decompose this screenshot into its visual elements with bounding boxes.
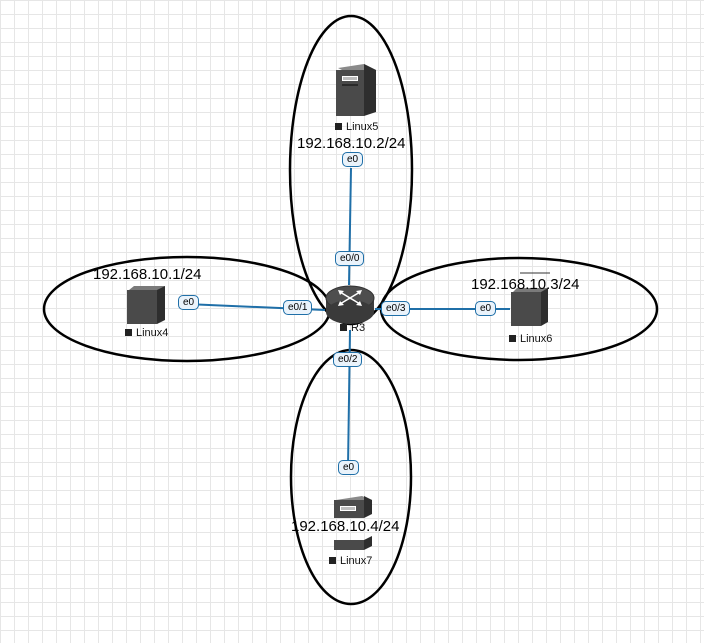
ip-label-linux6: 192.168.10.3/24 <box>471 276 580 293</box>
port-badge-linux4-e0[interactable]: e0 <box>178 295 200 310</box>
router-icon[interactable] <box>325 285 375 324</box>
port-badge-linux5-e0[interactable]: e0 <box>342 152 364 167</box>
server-icon[interactable] <box>334 496 372 550</box>
server-icon[interactable] <box>511 272 550 326</box>
node-label-linux4: Linux4 <box>125 327 168 339</box>
port-badge-r3-e0-1[interactable]: e0/1 <box>283 300 313 315</box>
server-icon[interactable] <box>336 64 376 116</box>
server-icon[interactable] <box>127 286 165 324</box>
ip-label-linux7: 192.168.10.4/24 <box>291 518 400 535</box>
node-label-linux6: Linux6 <box>509 333 552 345</box>
ip-label-linux5: 192.168.10.2/24 <box>297 135 406 152</box>
port-badge-linux7-e0[interactable]: e0 <box>338 460 360 475</box>
port-badge-r3-e0-0[interactable]: e0/0 <box>335 251 365 266</box>
subnet-ellipse-linux7 <box>289 348 413 606</box>
ip-label-linux4: 192.168.10.1/24 <box>93 266 202 283</box>
node-label-r3: R3 <box>340 322 365 334</box>
port-badge-linux6-e0[interactable]: e0 <box>475 301 497 316</box>
port-badge-r3-e0-2[interactable]: e0/2 <box>333 352 363 367</box>
node-label-linux5: Linux5 <box>335 121 378 133</box>
link-r3-linux5[interactable] <box>348 167 352 286</box>
node-label-linux7: Linux7 <box>329 555 372 567</box>
port-badge-r3-e0-3[interactable]: e0/3 <box>381 301 411 316</box>
